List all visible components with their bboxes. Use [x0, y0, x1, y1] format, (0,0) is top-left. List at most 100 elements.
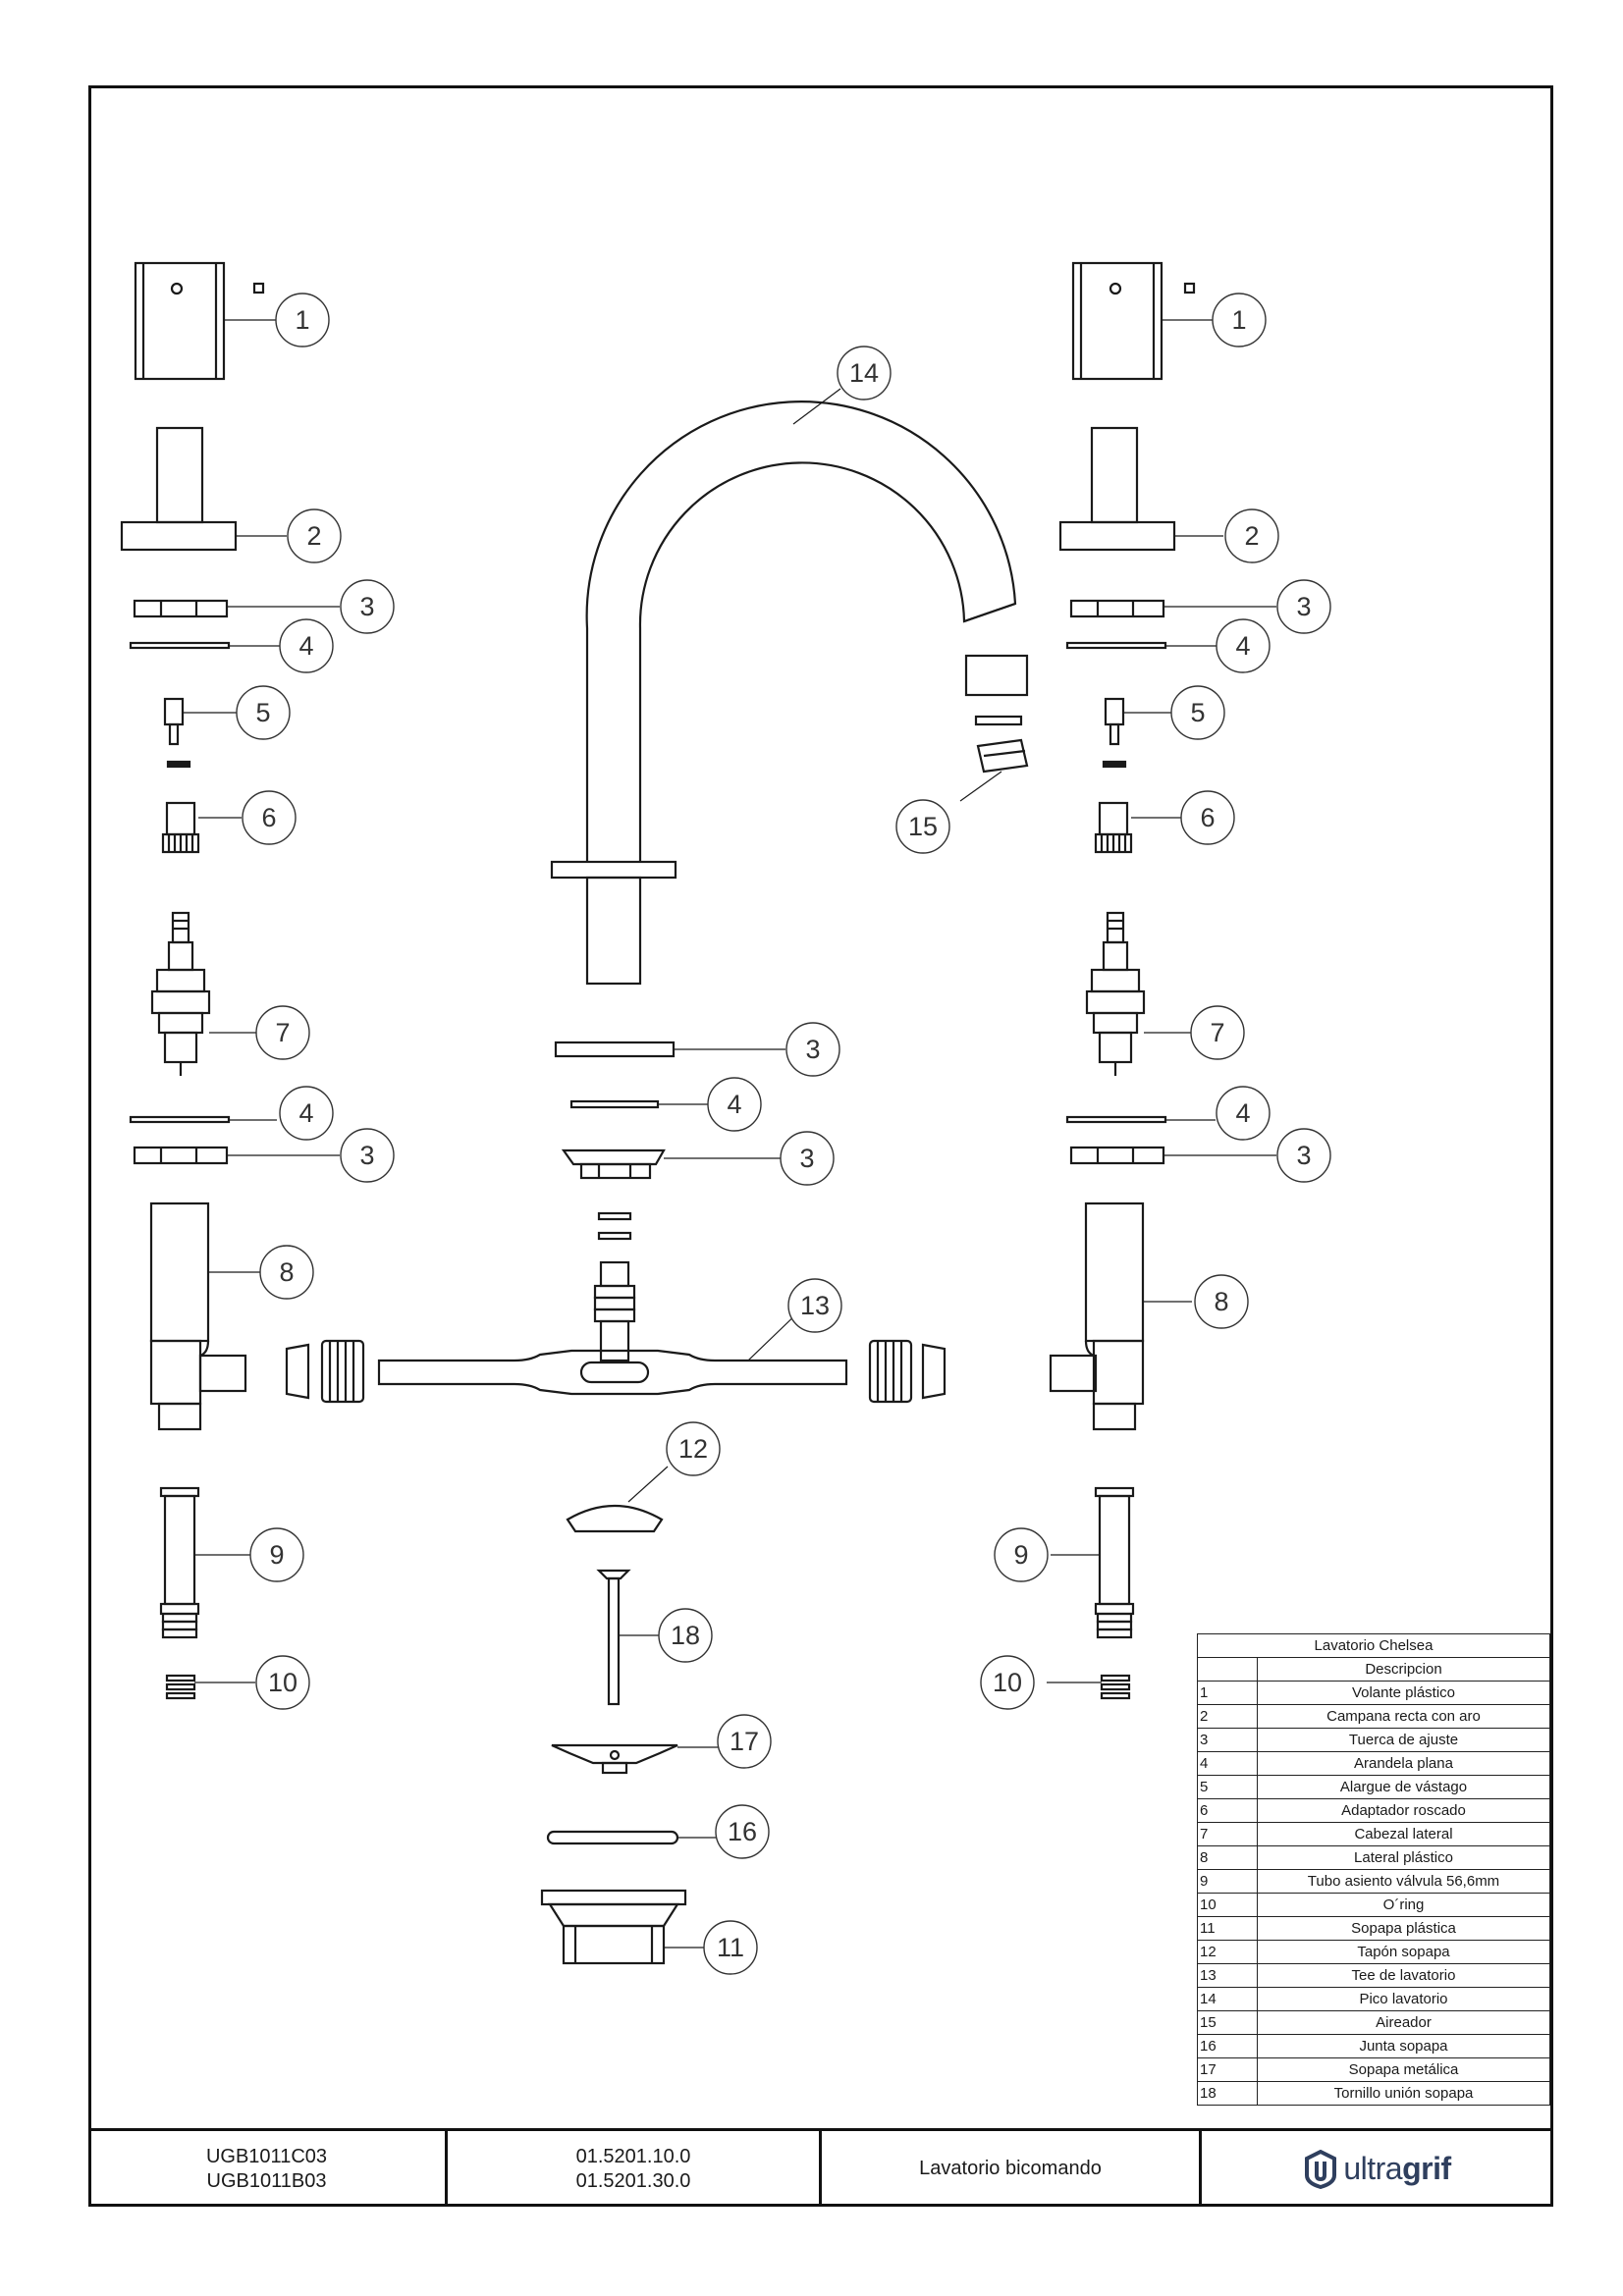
item-description: O´ring — [1257, 1893, 1550, 1917]
callout-2-right: 2 — [1244, 521, 1259, 551]
callout-10-right: 10 — [993, 1668, 1022, 1697]
item-number: 12 — [1197, 1940, 1258, 1964]
item-description: Tuerca de ajuste — [1257, 1728, 1550, 1752]
logo-cell: ultragrif — [1202, 2131, 1553, 2207]
left-tubo-asiento — [159, 1486, 255, 1639]
callout-3-left-upper: 3 — [359, 592, 374, 621]
item-number: 17 — [1197, 2057, 1258, 2082]
item-description: Tapón sopapa — [1257, 1940, 1550, 1964]
item-number: 6 — [1197, 1798, 1258, 1823]
item-number: 7 — [1197, 1822, 1258, 1846]
right-lateral — [1049, 1201, 1192, 1431]
left-arandela-lower — [129, 1115, 231, 1124]
callout-7-right: 7 — [1210, 1018, 1224, 1047]
product-name-cell: Lavatorio bicomando — [822, 2131, 1202, 2207]
item-number: 3 — [1197, 1728, 1258, 1752]
right-handle-assembly — [1047, 261, 1276, 1700]
item-number: 5 — [1197, 1775, 1258, 1799]
item-description: Lateral plástico — [1257, 1845, 1550, 1870]
title-block: UGB1011C03 UGB1011B03 01.5201.10.0 01.52… — [88, 2128, 1553, 2207]
callout-3-right-lower: 3 — [1296, 1141, 1311, 1170]
callout-1-left: 1 — [295, 305, 309, 335]
spout-pico — [550, 388, 1017, 986]
callout-4-right-lower: 4 — [1235, 1098, 1250, 1128]
left-small-washer — [166, 760, 191, 769]
spout-base-nut — [561, 1148, 791, 1180]
small-oring-b — [597, 1231, 632, 1241]
model-codes-cell: UGB1011C03 UGB1011B03 — [88, 2131, 448, 2207]
part-number-2: 01.5201.30.0 — [575, 2169, 691, 2192]
left-handle-assembly — [120, 261, 340, 1700]
item-description: Sopapa metálica — [1257, 2057, 1550, 2082]
tapon-sopapa — [566, 1466, 669, 1533]
part-numbers-cell: 01.5201.10.0 01.5201.30.0 — [448, 2131, 822, 2207]
sopapa-plastica — [540, 1889, 705, 1965]
right-tubo-asiento — [1051, 1486, 1135, 1639]
table-title: Lavatorio Chelsea — [1197, 1633, 1550, 1658]
right-adaptador — [1094, 801, 1182, 854]
model-code-1: UGB1011C03 — [205, 2145, 328, 2167]
callout-2-left: 2 — [306, 521, 321, 551]
model-code-2: UGB1011B03 — [206, 2169, 327, 2192]
callout-4-left-lower: 4 — [298, 1098, 313, 1128]
spout-tuerca — [554, 1041, 676, 1058]
callout-12: 12 — [678, 1434, 708, 1464]
item-number: 8 — [1197, 1845, 1258, 1870]
callout-3-right-upper: 3 — [1296, 592, 1311, 621]
ultragrif-logo: ultragrif — [1304, 2149, 1451, 2189]
left-tuerca-lower — [133, 1146, 229, 1165]
item-number: 9 — [1197, 1869, 1258, 1894]
item-description: Alargue de vástago — [1257, 1775, 1550, 1799]
item-description: Arandela plana — [1257, 1751, 1550, 1776]
tee-right-nut — [868, 1339, 947, 1404]
left-campana — [120, 426, 287, 552]
left-arandela-upper — [129, 641, 231, 650]
callout-1-right: 1 — [1231, 305, 1246, 335]
item-number: 1 — [1197, 1681, 1258, 1705]
item-description: Campana recta con aro — [1257, 1704, 1550, 1729]
item-description: Pico lavatorio — [1257, 1987, 1550, 2011]
item-number: 13 — [1197, 1963, 1258, 1988]
callout-13: 13 — [800, 1291, 830, 1320]
callout-4-right-upper: 4 — [1235, 631, 1250, 661]
left-orings — [165, 1674, 255, 1700]
table-header-description: Descripcion — [1257, 1657, 1550, 1682]
right-tuerca-lower — [1069, 1146, 1165, 1165]
callout-11: 11 — [717, 1933, 744, 1962]
right-orings — [1047, 1674, 1131, 1700]
item-number: 16 — [1197, 2034, 1258, 2058]
right-cabezal — [1085, 911, 1194, 1076]
right-campana — [1058, 426, 1223, 552]
callout-16: 16 — [728, 1817, 757, 1846]
left-tuerca-upper — [133, 599, 229, 618]
item-description: Junta sopapa — [1257, 2034, 1550, 2058]
item-number: 14 — [1197, 1987, 1258, 2011]
tee-lavatorio — [377, 1260, 848, 1396]
left-adaptador — [161, 801, 242, 854]
item-number: 10 — [1197, 1893, 1258, 1917]
callout-14: 14 — [849, 358, 879, 388]
product-name: Lavatorio bicomando — [919, 2158, 1102, 2179]
logo-text-bold: grif — [1402, 2151, 1451, 2186]
item-description: Tubo asiento válvula 56,6mm — [1257, 1869, 1550, 1894]
item-number: 4 — [1197, 1751, 1258, 1776]
spout-arandela — [569, 1099, 660, 1109]
item-description: Tornillo unión sopapa — [1257, 2081, 1550, 2106]
callout-9-left: 9 — [269, 1540, 284, 1570]
callout-5-left: 5 — [255, 698, 270, 727]
junta-sopapa — [546, 1830, 679, 1845]
callout-6-left: 6 — [261, 803, 276, 832]
item-description: Adaptador roscado — [1257, 1798, 1550, 1823]
item-description: Sopapa plástica — [1257, 1916, 1550, 1941]
